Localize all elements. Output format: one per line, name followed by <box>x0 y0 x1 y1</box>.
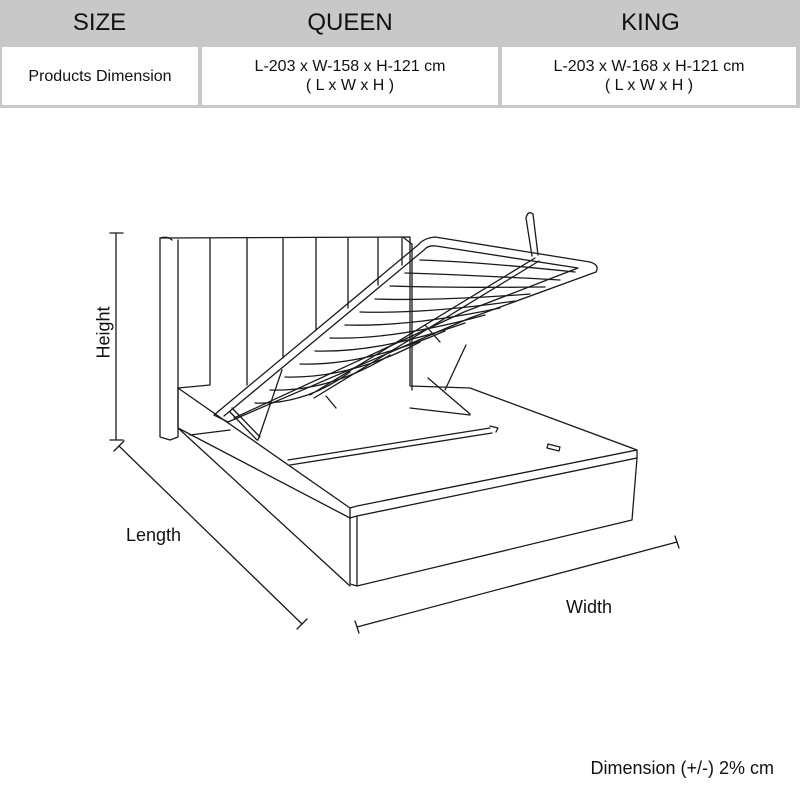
dimension-tolerance-note: Dimension (+/-) 2% cm <box>590 758 774 778</box>
lifted-platform <box>213 212 598 441</box>
row-label-text: Products Dimension <box>28 67 172 85</box>
height-dimension-line <box>109 232 124 441</box>
header-queen: QUEEN <box>307 8 393 36</box>
width-label: Width <box>566 597 613 617</box>
king-legend: ( L x W x H ) <box>604 77 694 94</box>
width-dimension-line <box>354 535 680 634</box>
king-dims: L-203 x W-168 x H-121 cm <box>553 58 745 75</box>
row-label-products-dimension: Products Dimension <box>2 47 198 105</box>
queen-dims: L-203 x W-158 x H-121 cm <box>254 58 446 75</box>
header-king: KING <box>621 8 680 36</box>
headboard <box>159 236 413 441</box>
height-label: Height <box>93 306 114 359</box>
bed-base <box>177 384 638 587</box>
king-dimension-cell: L-203 x W-168 x H-121 cm ( L x W x H ) <box>502 47 796 105</box>
header-size: SIZE <box>72 8 127 36</box>
dimension-table: SIZE QUEEN KING Products Dimension L-203… <box>0 0 800 108</box>
queen-dimension-cell: L-203 x W-158 x H-121 cm ( L x W x H ) <box>202 47 498 105</box>
queen-legend: ( L x W x H ) <box>305 77 395 94</box>
length-label: Length <box>126 525 182 545</box>
length-dimension-line <box>113 440 308 630</box>
